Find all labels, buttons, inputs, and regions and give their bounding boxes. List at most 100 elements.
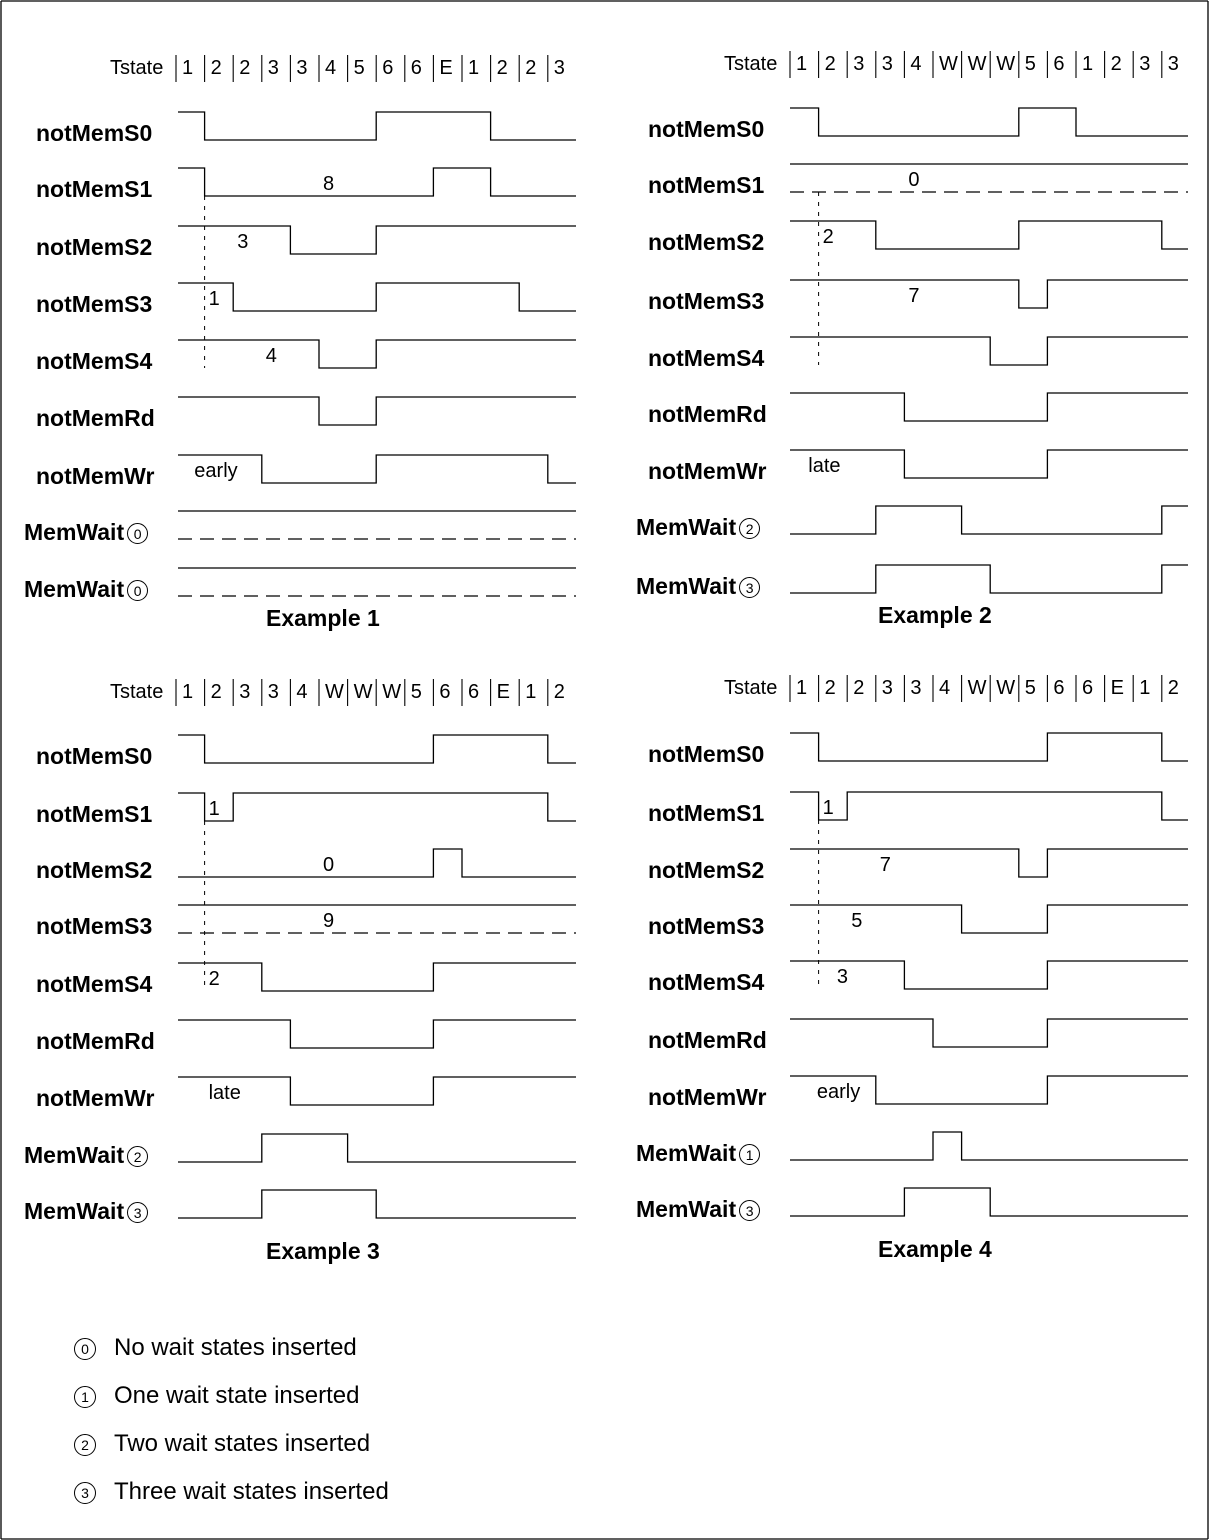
tstate-value: 5 bbox=[353, 57, 365, 79]
tstate-value: 6 bbox=[1053, 677, 1065, 699]
signal-waveform bbox=[178, 734, 576, 764]
signal-note: 0 bbox=[908, 169, 920, 191]
tstate-value: 3 bbox=[853, 53, 865, 75]
tstate-value: W bbox=[967, 677, 987, 699]
tstate-value: 4 bbox=[910, 53, 922, 75]
tstate-label: Tstate bbox=[724, 53, 778, 75]
signal-waveform bbox=[790, 1131, 1188, 1161]
signal-waveform bbox=[178, 282, 576, 312]
tstate-value: 1 bbox=[525, 681, 537, 703]
signal-label: notMemS4 bbox=[648, 345, 765, 371]
tstate-value: 3 bbox=[881, 677, 893, 699]
signal-label: notMemS0 bbox=[648, 116, 765, 142]
signal-note: early bbox=[194, 460, 238, 482]
signal-waveform bbox=[790, 848, 1188, 878]
signal-label: notMemS3 bbox=[36, 291, 153, 317]
wait-count-marker: 0 bbox=[127, 580, 149, 602]
signal-note: 7 bbox=[908, 285, 920, 307]
signal-waveform bbox=[178, 454, 576, 484]
signal-waveform bbox=[178, 1019, 576, 1049]
tstate-value: 2 bbox=[525, 57, 537, 79]
signal-note: 3 bbox=[836, 966, 849, 988]
tstate-value: 3 bbox=[296, 57, 308, 79]
tstate-value: 1 bbox=[796, 53, 808, 75]
signal-label: notMemS1 bbox=[36, 176, 153, 202]
signal-note: 9 bbox=[323, 910, 335, 932]
legend-text: One wait state inserted bbox=[114, 1382, 360, 1409]
tstate-value: 2 bbox=[1167, 677, 1179, 699]
signal-waveform bbox=[178, 848, 576, 878]
signal-waveform bbox=[178, 111, 576, 141]
tstate-value: 2 bbox=[1110, 53, 1122, 75]
signal-waveform bbox=[790, 392, 1188, 422]
signal-label: notMemRd bbox=[648, 401, 767, 427]
signal-label: notMemS1 bbox=[648, 172, 765, 198]
tstate-value: 1 bbox=[468, 57, 480, 79]
example-title: Example 4 bbox=[878, 1236, 992, 1262]
tstate-value: 5 bbox=[1024, 677, 1036, 699]
signal-note: 8 bbox=[323, 173, 335, 195]
tstate-value: 1 bbox=[796, 677, 808, 699]
signal-note: early bbox=[816, 1081, 861, 1103]
signal-note: 5 bbox=[851, 910, 863, 932]
signal-waveform bbox=[178, 1076, 576, 1106]
tstate-value: 6 bbox=[382, 57, 394, 79]
tstate-value: 4 bbox=[939, 677, 951, 699]
signal-label: notMemWr bbox=[648, 1084, 767, 1110]
tstate-value: 6 bbox=[1053, 53, 1065, 75]
signal-label: notMemS2 bbox=[36, 234, 153, 260]
signal-waveform bbox=[790, 904, 1188, 934]
signal-note: 0 bbox=[323, 854, 335, 876]
signal-note: 1 bbox=[208, 288, 220, 310]
wait-count-marker: 2 bbox=[127, 1146, 149, 1168]
signal-label: notMemS2 bbox=[36, 857, 153, 883]
signal-note: late bbox=[208, 1082, 241, 1104]
wait-count-marker: 1 bbox=[74, 1385, 96, 1408]
tstate-value: W bbox=[967, 53, 987, 75]
signal-waveform bbox=[790, 505, 1188, 535]
signal-waveform bbox=[790, 107, 1188, 137]
signal-label: notMemS0 bbox=[648, 741, 765, 767]
tstate-value: 2 bbox=[239, 57, 251, 79]
example-title: Example 1 bbox=[266, 605, 380, 631]
tstate-value: 2 bbox=[824, 53, 836, 75]
signal-waveform bbox=[790, 1018, 1188, 1048]
signal-waveform bbox=[790, 564, 1188, 594]
signal-label: notMemWr bbox=[36, 1085, 155, 1111]
signal-note: 1 bbox=[208, 798, 220, 820]
tstate-value: W bbox=[939, 53, 958, 75]
tstate-value: W bbox=[325, 681, 344, 703]
signal-label: notMemWr bbox=[648, 458, 767, 484]
signal-label: notMemS2 bbox=[648, 857, 765, 883]
signal-waveform bbox=[790, 791, 1188, 821]
signal-waveform bbox=[178, 1133, 576, 1163]
wait-count-marker: 2 bbox=[739, 518, 761, 540]
signal-label: notMemRd bbox=[648, 1027, 767, 1053]
tstate-value: 3 bbox=[267, 681, 279, 703]
tstate-value: 6 bbox=[1082, 677, 1094, 699]
tstate-label: Tstate bbox=[724, 677, 778, 699]
signal-label: notMemS1 bbox=[648, 800, 765, 826]
signal-waveform bbox=[178, 339, 576, 369]
tstate-value: E bbox=[496, 681, 510, 703]
tstate-value: 3 bbox=[881, 53, 893, 75]
signal-waveform bbox=[790, 220, 1188, 250]
tstate-value: 4 bbox=[296, 681, 308, 703]
tstate-value: 1 bbox=[1082, 53, 1094, 75]
tstate-value: W bbox=[382, 681, 402, 703]
tstate-value: 2 bbox=[210, 57, 222, 79]
tstate-value: E bbox=[439, 57, 453, 79]
signal-label: notMemS1 bbox=[36, 801, 153, 827]
example-title: Example 2 bbox=[878, 602, 992, 628]
signal-label: notMemS3 bbox=[36, 913, 153, 939]
signal-label: notMemWr bbox=[36, 463, 155, 489]
wait-count-marker: 1 bbox=[739, 1144, 761, 1166]
wait-count-marker: 0 bbox=[74, 1337, 96, 1360]
